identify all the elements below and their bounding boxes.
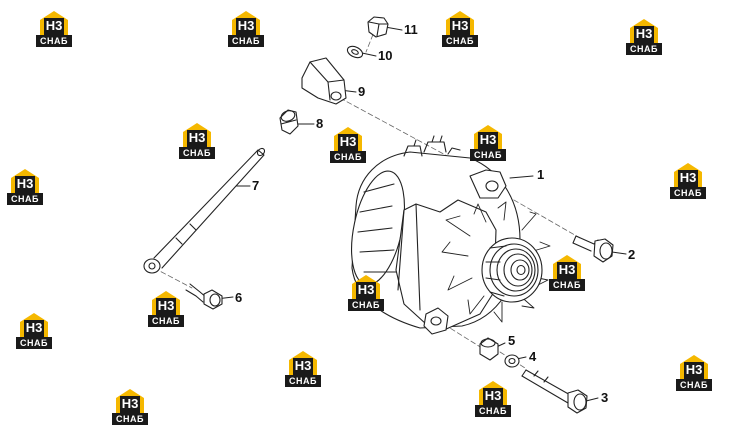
watermark-logo: H3 CHAБ xyxy=(7,168,43,206)
part-2-bolt xyxy=(572,235,614,263)
watermark-logo: H3 CHAБ xyxy=(228,10,264,48)
watermark-logo: H3 CHAБ xyxy=(475,380,511,418)
callout-2: 2 xyxy=(628,247,636,262)
callout-4: 4 xyxy=(529,349,537,364)
part-7-rod xyxy=(143,147,266,274)
watermark-logo: H3 CHAБ xyxy=(330,126,366,164)
callout-8: 8 xyxy=(316,116,324,131)
watermark-logo: H3 CHAБ xyxy=(626,18,662,56)
watermark-logo: H3 CHAБ xyxy=(179,122,215,160)
part-6-bolt xyxy=(185,283,223,310)
watermark-logo: H3 CHAБ xyxy=(470,124,506,162)
watermark-logo: H3 CHAБ xyxy=(348,274,384,312)
callout-10: 10 xyxy=(378,48,393,63)
part-11-nut xyxy=(367,16,389,38)
part-10-washer xyxy=(346,45,364,59)
part-1-alternator xyxy=(351,135,551,335)
watermark-logo: H3 CHAБ xyxy=(36,10,72,48)
part-8-bushing xyxy=(279,109,299,135)
callout-6: 6 xyxy=(235,290,243,305)
callout-1: 1 xyxy=(537,167,545,182)
watermark-logo: H3 CHAБ xyxy=(549,254,585,292)
callout-5: 5 xyxy=(508,333,516,348)
watermark-logo: H3 CHAБ xyxy=(676,354,712,392)
callout-9: 9 xyxy=(358,84,366,99)
part-3-bolt xyxy=(521,369,588,414)
watermark-logo: H3 CHAБ xyxy=(670,162,706,200)
part-4-washer xyxy=(504,354,520,368)
watermark-logo: H3 CHAБ xyxy=(16,312,52,350)
callout-3: 3 xyxy=(601,390,609,405)
watermark-logo: H3 CHAБ xyxy=(148,290,184,328)
part-9-isolator xyxy=(301,57,347,105)
watermark-logo: H3 CHAБ xyxy=(442,10,478,48)
part-5-spacer xyxy=(479,337,499,361)
watermark-logo: H3 CHAБ xyxy=(112,388,148,426)
callout-7: 7 xyxy=(252,178,260,193)
callout-11: 11 xyxy=(404,22,418,37)
watermark-logo: H3 CHAБ xyxy=(285,350,321,388)
